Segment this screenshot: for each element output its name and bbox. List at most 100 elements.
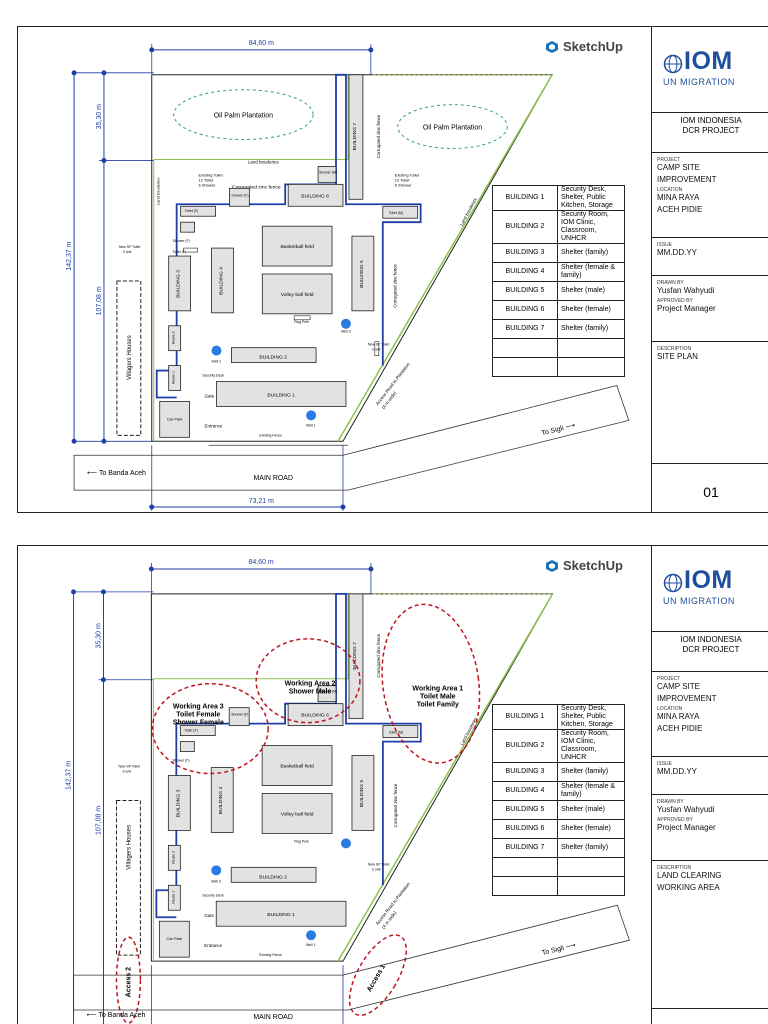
svg-text:Well 1: Well 1 xyxy=(306,943,316,947)
svg-text:Toilet (F): Toilet (F) xyxy=(173,250,186,254)
drawn-approved-info: DRAWN BY Yusfan Wahyudi APPROVED BY Proj… xyxy=(652,276,768,342)
svg-text:BUILDING 1: BUILDING 1 xyxy=(267,392,295,398)
dim-left-lower: 107,08 m xyxy=(96,286,103,315)
svg-text:BUILDING 5: BUILDING 5 xyxy=(359,260,365,288)
dim-left-total: 142,37 m xyxy=(66,241,73,270)
svg-text:Existing Toilet: Existing Toilet xyxy=(395,172,420,177)
svg-text:New SP Toilet: New SP Toilet xyxy=(118,765,140,769)
svg-text:Shower (M): Shower (M) xyxy=(319,690,337,694)
svg-text:Security Desk: Security Desk xyxy=(202,893,224,897)
building-description: Security Desk, Shelter, Public Kitchen, … xyxy=(557,704,625,730)
svg-text:BUILDING 4: BUILDING 4 xyxy=(218,786,224,814)
svg-text:Toilet Female: Toilet Female xyxy=(176,712,220,719)
svg-text:6 Shower: 6 Shower xyxy=(199,182,216,187)
svg-text:Basketball field: Basketball field xyxy=(280,764,314,770)
svg-text:Gate: Gate xyxy=(204,913,214,918)
svg-text:BUILDING 7: BUILDING 7 xyxy=(352,642,358,670)
svg-text:Villagers Houses: Villagers Houses xyxy=(126,825,132,870)
svg-text:Toilet (M): Toilet (M) xyxy=(389,211,403,215)
building-6 xyxy=(287,183,344,207)
corrugated-fence xyxy=(175,73,422,366)
globe-icon xyxy=(663,54,683,74)
car-park xyxy=(159,401,190,438)
volleyball-field xyxy=(261,273,333,315)
svg-text:House 2: House 2 xyxy=(172,331,176,344)
building-4 xyxy=(211,247,234,314)
svg-text:3 unit: 3 unit xyxy=(372,867,381,871)
svg-text:107,08 m: 107,08 m xyxy=(95,806,102,835)
svg-text:Security Desk: Security Desk xyxy=(203,374,225,378)
main-road xyxy=(73,385,630,491)
svg-text:House 2: House 2 xyxy=(171,851,175,864)
building-description: Security Room, IOM Clinic, Classroom, UN… xyxy=(557,729,625,763)
svg-text:Existing Toilet: Existing Toilet xyxy=(199,172,224,177)
svg-text:BUILDING 4: BUILDING 4 xyxy=(218,267,224,295)
building-name: BUILDING 1 xyxy=(492,185,558,211)
sketchup-icon xyxy=(546,40,558,53)
working-area-drawing: 84,60 m 142,37 m 35,30 m 107,08 m Land b… xyxy=(66,559,630,1024)
building-name: BUILDING 6 xyxy=(492,819,558,839)
page-number: 01 xyxy=(703,484,719,500)
building-description: Shelter (family) xyxy=(557,319,625,339)
building-description: Shelter (female) xyxy=(557,819,625,839)
well-3 xyxy=(340,318,351,329)
working-area-1 xyxy=(381,603,481,764)
svg-text:Entrance: Entrance xyxy=(204,943,222,948)
svg-text:Well 2: Well 2 xyxy=(211,879,221,883)
svg-text:Shower (M): Shower (M) xyxy=(319,170,337,174)
svg-text:Corrugated zinc fence: Corrugated zinc fence xyxy=(376,633,381,677)
land-boundary-inner xyxy=(153,74,349,160)
svg-text:142,37 m: 142,37 m xyxy=(66,761,73,790)
svg-text:Existing Fence: Existing Fence xyxy=(259,953,282,957)
svg-text:Entrance: Entrance xyxy=(205,423,223,428)
svg-text:New SP Toilet: New SP Toilet xyxy=(119,245,141,249)
svg-text:Working Area 1: Working Area 1 xyxy=(412,686,463,693)
svg-text:Shower (F): Shower (F) xyxy=(172,759,189,763)
svg-text:Shower Female: Shower Female xyxy=(173,720,224,727)
building-description: Shelter (female & family) xyxy=(557,262,625,282)
building-name: BUILDING 5 xyxy=(492,800,558,820)
description-info: DESCRIPTION SITE PLAN xyxy=(652,342,768,464)
building-name: BUILDING 5 xyxy=(492,281,558,301)
svg-text:BUILDING 7: BUILDING 7 xyxy=(352,123,358,151)
building-name: BUILDING 1 xyxy=(492,704,558,730)
svg-text:House 1: House 1 xyxy=(172,371,176,384)
svg-text:Car Park: Car Park xyxy=(167,416,183,421)
svg-text:BUILDING 2: BUILDING 2 xyxy=(259,355,287,361)
svg-text:Working Area 2: Working Area 2 xyxy=(285,681,336,688)
svg-text:Well 3: Well 3 xyxy=(341,330,351,334)
working-area-2 xyxy=(255,638,361,724)
building-description: Shelter (family) xyxy=(557,762,625,782)
svg-text:6 Shower: 6 Shower xyxy=(395,182,412,187)
svg-text:Shower (F): Shower (F) xyxy=(231,713,248,717)
oil-palm-area-right xyxy=(397,104,508,149)
svg-text:Existing Fence: Existing Fence xyxy=(259,433,282,437)
access-2-area xyxy=(115,936,142,1024)
svg-text:Flag Pole: Flag Pole xyxy=(294,839,309,843)
building-description: Shelter (family) xyxy=(557,243,625,263)
svg-text:Car Park: Car Park xyxy=(166,936,182,941)
svg-text:⟵ To Banda Aceh: ⟵ To Banda Aceh xyxy=(87,1012,146,1019)
svg-text:Corrugated zinc fence: Corrugated zinc fence xyxy=(232,184,281,190)
sketchup-icon xyxy=(546,559,558,572)
building-name: BUILDING 6 xyxy=(492,300,558,320)
main-road-label: MAIN ROAD xyxy=(254,475,293,482)
building-name: BUILDING 3 xyxy=(492,243,558,263)
oil-palm-area-left xyxy=(173,89,314,141)
villagers-houses xyxy=(116,280,142,436)
svg-text:Access 2: Access 2 xyxy=(125,967,132,997)
svg-text:Shower (F): Shower (F) xyxy=(173,239,190,243)
site-plan-sheet: 84,60 m 73,21 m 142,37 m 35,30 m 107,08 … xyxy=(17,26,768,513)
svg-text:Flag Pole: Flag Pole xyxy=(294,320,309,324)
iom-logo: IOM UN MIGRATION xyxy=(652,546,768,632)
svg-text:Volley ball field: Volley ball field xyxy=(281,811,314,817)
